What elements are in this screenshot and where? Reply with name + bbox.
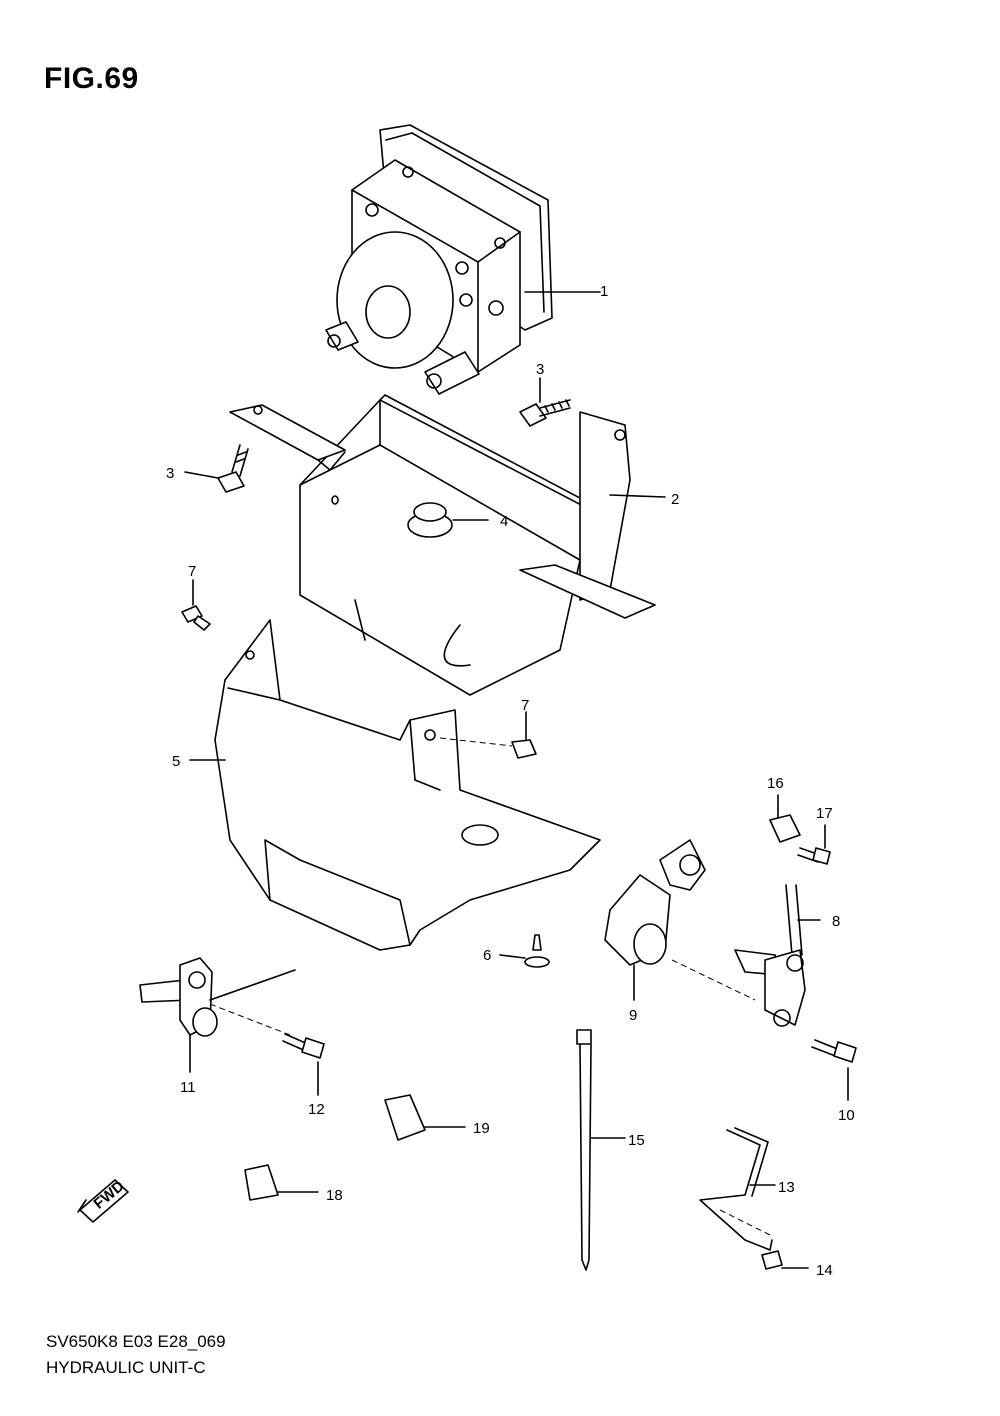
callout-7-right: 7 bbox=[521, 697, 529, 714]
callout-6: 6 bbox=[483, 947, 491, 964]
clip-part-7-left[interactable] bbox=[181, 579, 211, 631]
callout-18: 18 bbox=[326, 1187, 343, 1204]
fwd-direction-icon: FWD bbox=[77, 1177, 129, 1223]
callout-5: 5 bbox=[172, 753, 180, 770]
bolt-part-3-left[interactable] bbox=[184, 444, 249, 493]
hydraulic-unit[interactable] bbox=[325, 124, 601, 395]
bolt-part-3-upper[interactable] bbox=[519, 377, 571, 427]
figure-title: FIG.69 bbox=[44, 62, 139, 95]
callout-14: 14 bbox=[816, 1262, 833, 1279]
callout-4: 4 bbox=[500, 513, 508, 530]
hydraulic-unit-cover[interactable] bbox=[189, 619, 601, 951]
callout-1: 1 bbox=[600, 283, 608, 300]
clamp-part-18[interactable] bbox=[244, 1164, 319, 1201]
sensor-lead[interactable] bbox=[785, 884, 821, 956]
rear-wheel-speed-sensor[interactable] bbox=[734, 949, 806, 1027]
callout-12: 12 bbox=[308, 1101, 325, 1118]
callout-9: 9 bbox=[629, 1007, 637, 1024]
wire-clamp-part-13[interactable] bbox=[699, 1127, 776, 1251]
front-wheel-speed-sensor[interactable] bbox=[139, 957, 296, 1073]
bolt-part-10[interactable] bbox=[811, 1039, 857, 1101]
clamp-part-16[interactable] bbox=[769, 794, 801, 843]
model-code: SV650K8 E03 E28_069 bbox=[46, 1332, 226, 1351]
callout-3-upper: 3 bbox=[536, 361, 544, 378]
callout-2: 2 bbox=[671, 491, 679, 508]
callout-11: 11 bbox=[180, 1079, 196, 1096]
callout-10: 10 bbox=[838, 1107, 855, 1124]
cable-tie[interactable] bbox=[576, 1029, 626, 1271]
clamp-part-19[interactable] bbox=[384, 1094, 466, 1141]
callout-13: 13 bbox=[778, 1179, 795, 1196]
callout-19: 19 bbox=[473, 1120, 490, 1137]
callout-8: 8 bbox=[832, 913, 840, 930]
callout-15: 15 bbox=[628, 1132, 645, 1149]
grommet[interactable] bbox=[407, 502, 489, 538]
callout-3-left: 3 bbox=[166, 465, 174, 482]
clip-part-7-right[interactable] bbox=[439, 711, 537, 759]
hydraulic-unit-bracket[interactable] bbox=[229, 394, 666, 696]
callout-17: 17 bbox=[816, 805, 833, 822]
wheel-speed-sensor[interactable] bbox=[604, 839, 756, 1001]
bolt-part-17[interactable] bbox=[797, 824, 831, 865]
bolt-part-12[interactable] bbox=[282, 1033, 325, 1096]
bolt-part-14[interactable] bbox=[761, 1239, 809, 1270]
callout-7-left: 7 bbox=[188, 563, 196, 580]
callout-16: 16 bbox=[767, 775, 784, 792]
figure-caption: HYDRAULIC UNIT-C bbox=[46, 1358, 206, 1377]
screw-part-6[interactable] bbox=[499, 934, 550, 968]
